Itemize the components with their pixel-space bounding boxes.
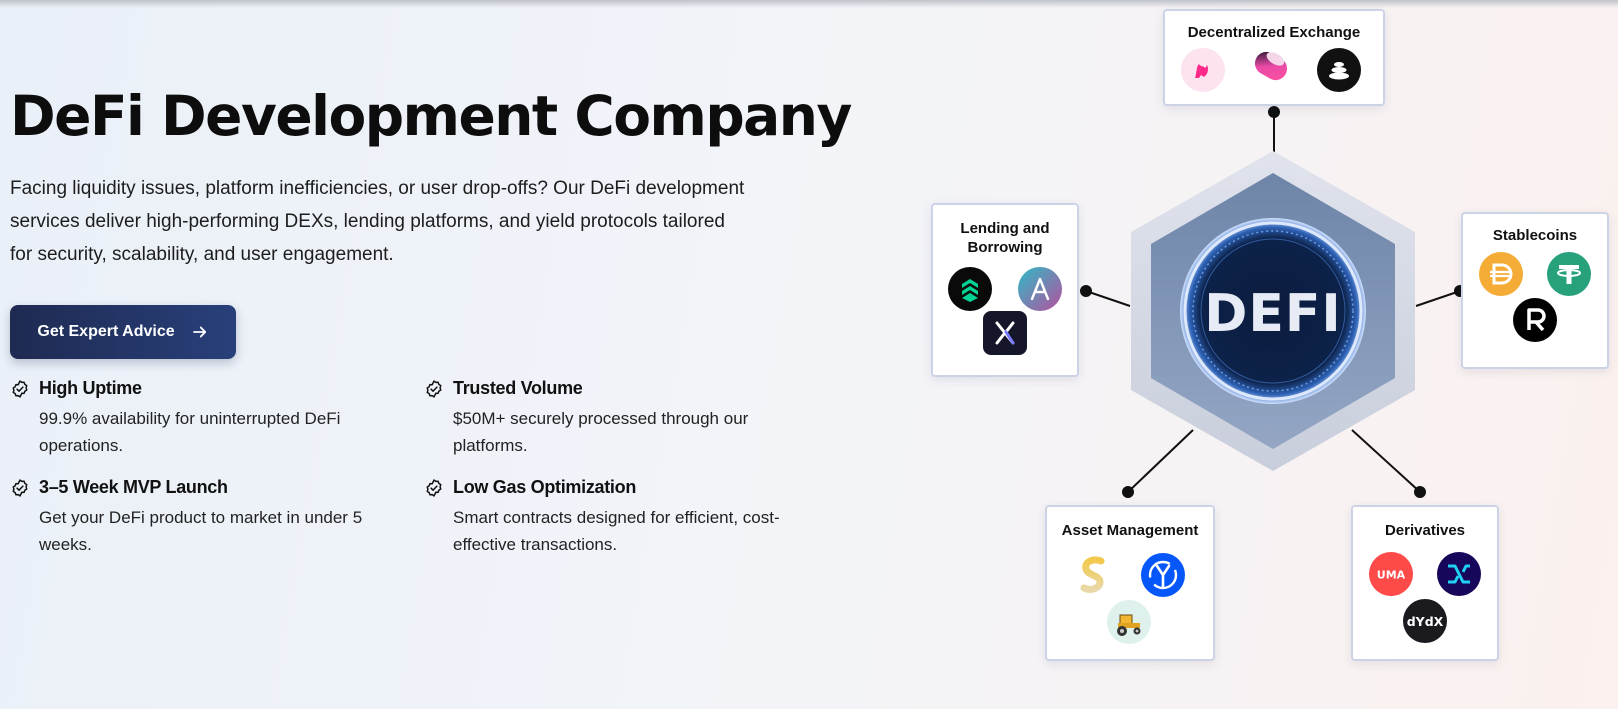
dforce-icon xyxy=(983,311,1027,355)
feature-description: $50M+ securely processed through our pla… xyxy=(453,409,749,455)
dai-icon xyxy=(1479,252,1523,296)
feature-title: High Uptime xyxy=(39,378,142,398)
card-decentralized-exchange: Decentralized Exchange xyxy=(1163,9,1385,106)
card-title: Derivatives xyxy=(1384,522,1466,539)
defi-center-label: DEFI xyxy=(1204,284,1342,344)
balancer-icon xyxy=(1317,48,1361,92)
uniswap-icon xyxy=(1181,48,1225,92)
card-title: Stablecoins xyxy=(1492,227,1578,244)
compound-icon xyxy=(948,267,992,311)
badge-check-icon xyxy=(12,380,28,398)
card-title: Decentralized Exchange xyxy=(1187,24,1361,41)
page-title: DeFi Development Company xyxy=(10,84,852,148)
top-shadow xyxy=(0,0,1618,8)
cta-label: Get Expert Advice xyxy=(37,323,175,340)
card-stablecoins: Stablecoins xyxy=(1461,212,1609,369)
uma-logo-text: UMA xyxy=(1377,569,1406,582)
dydx-logo-text: dYdX xyxy=(1407,614,1444,629)
feature-description: Smart contracts designed for efficient, … xyxy=(453,508,780,554)
feature-title: 3–5 Week MVP Launch xyxy=(39,477,228,497)
feature-description: 99.9% availability for uninterrupted DeF… xyxy=(39,409,341,455)
aave-icon xyxy=(1018,267,1062,311)
set-protocol-icon xyxy=(1071,553,1115,597)
tether-icon xyxy=(1547,252,1591,296)
card-derivatives: Derivatives UMA dYdX xyxy=(1351,505,1499,661)
yearn-icon xyxy=(1141,553,1185,597)
feature-title: Trusted Volume xyxy=(453,378,583,398)
uma-icon: UMA xyxy=(1369,552,1413,596)
dydx-icon: dYdX xyxy=(1403,599,1447,643)
badge-check-icon xyxy=(12,479,28,497)
card-asset-management: Asset Management xyxy=(1045,505,1215,661)
reserve-icon xyxy=(1513,298,1557,342)
badge-check-icon xyxy=(426,479,442,497)
card-title: Asset Management xyxy=(1061,522,1199,539)
synthetix-icon xyxy=(1437,552,1481,596)
arrow-right-icon xyxy=(192,326,206,338)
card-title: Lending and Borrowing xyxy=(960,220,1050,256)
badge-check-icon xyxy=(426,380,442,398)
hero-description: Facing liquidity issues, platform ineffi… xyxy=(10,178,745,265)
card-lending-borrowing: Lending and Borrowing xyxy=(931,203,1079,377)
get-expert-advice-button[interactable]: Get Expert Advice xyxy=(10,305,236,359)
feature-title: Low Gas Optimization xyxy=(453,477,637,497)
feature-description: Get your DeFi product to market in under… xyxy=(39,508,363,554)
harvest-icon xyxy=(1107,600,1151,644)
defi-hexagon: DEFI xyxy=(1128,148,1418,474)
sushiswap-icon xyxy=(1249,44,1299,94)
